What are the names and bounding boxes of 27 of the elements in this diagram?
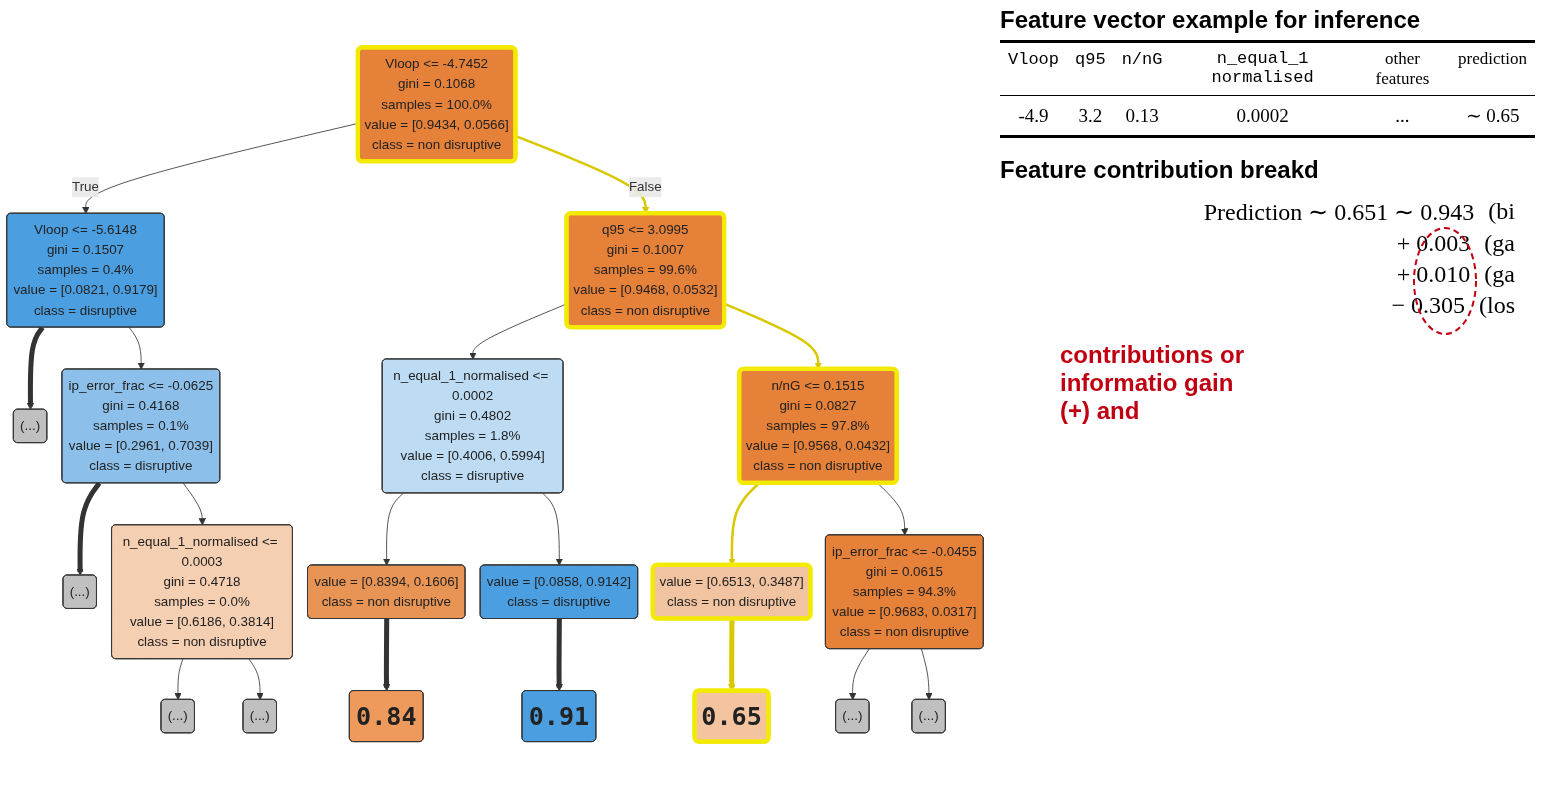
equation-text: Prediction ∼ 0.651 ∼ 0.943 xyxy=(1203,198,1475,226)
term-note: (ga xyxy=(1484,230,1515,257)
table-value: 0.13 xyxy=(1125,104,1159,127)
column-header: prediction xyxy=(1458,49,1527,69)
table-value: ... xyxy=(1395,104,1410,127)
column-header: n/nG xyxy=(1121,50,1163,69)
term-note: (los xyxy=(1479,292,1515,319)
arrow xyxy=(76,481,102,576)
term-note: (bi xyxy=(1488,198,1515,226)
table-value: 0.0002 xyxy=(1236,104,1289,127)
contribution-value: + 0.010 xyxy=(1396,261,1471,288)
table-value: ∼ 0.65 xyxy=(1465,104,1520,127)
column-header: n_equal_1 normalised xyxy=(1210,49,1315,87)
edge-label: True xyxy=(71,179,100,194)
heading: Feature contribution breakd xyxy=(1000,156,1319,184)
note-text: contributions or informatio gain (+) and xyxy=(1060,341,1245,425)
arrow xyxy=(382,618,391,692)
column-header: other features xyxy=(1374,49,1431,89)
contribution-value: − 0.305 xyxy=(1391,292,1465,319)
column-header: q95 xyxy=(1075,50,1106,69)
term-note: (ga xyxy=(1484,261,1515,288)
heading: Feature vector example for inference xyxy=(1000,6,1421,34)
column-header: Vloop xyxy=(1008,50,1059,69)
table-value: -4.9 xyxy=(1018,104,1049,127)
arrow xyxy=(555,618,563,692)
edge-label: False xyxy=(628,179,662,194)
table-value: 3.2 xyxy=(1078,104,1103,127)
